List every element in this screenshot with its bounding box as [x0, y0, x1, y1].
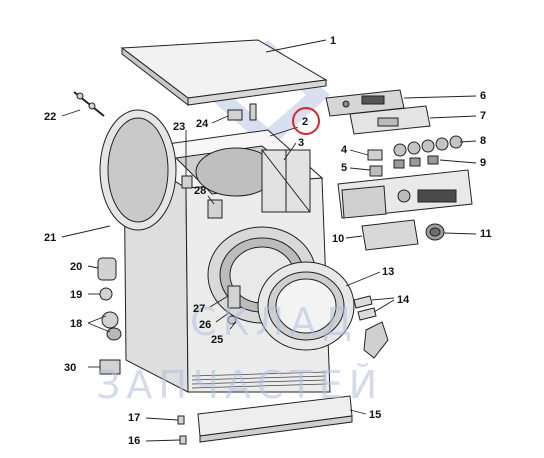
control-panel [325, 89, 473, 251]
door [257, 261, 355, 351]
part-label-18: 18 [70, 318, 82, 330]
drum-back-gasket [99, 109, 177, 231]
part-label-21: 21 [44, 232, 56, 244]
part-label-2: 2 [302, 116, 308, 128]
part-label-15: 15 [369, 409, 381, 421]
watermark-line-2: ЗАПЧАСТЕЙ [96, 363, 383, 407]
part-label-6: 6 [480, 90, 486, 102]
part-label-7: 7 [480, 110, 486, 122]
top-lid [120, 39, 328, 107]
part-label-27: 27 [193, 303, 205, 315]
part-label-1: 1 [330, 35, 336, 47]
watermark-line-1: СКЛАД [190, 300, 358, 344]
part-label-4: 4 [341, 144, 348, 156]
part-label-22: 22 [44, 111, 56, 123]
highlight-circle [292, 107, 320, 135]
part-label-10: 10 [332, 233, 344, 245]
leader-lines [61, 39, 477, 442]
part-label-13: 13 [382, 266, 394, 278]
part-label-9: 9 [480, 157, 486, 169]
part-label-11: 11 [480, 228, 492, 240]
part-label-28: 28 [194, 185, 206, 197]
part-label-19: 19 [70, 289, 82, 301]
door-handle [363, 321, 389, 359]
part-label-5: 5 [341, 162, 347, 174]
part-label-16: 16 [128, 435, 140, 447]
small-parts [73, 91, 257, 445]
door-hinges [353, 295, 377, 321]
part-label-3: 3 [298, 137, 304, 149]
part-label-26: 26 [199, 319, 211, 331]
part-label-25: 25 [211, 334, 223, 346]
part-label-24: 24 [196, 118, 209, 130]
part-label-20: 20 [70, 261, 82, 273]
part-label-8: 8 [480, 135, 486, 147]
part-label-14: 14 [397, 294, 410, 306]
part-label-30: 30 [64, 362, 76, 374]
part-label-23: 23 [173, 121, 185, 133]
plinth [197, 395, 353, 443]
part-label-17: 17 [128, 412, 140, 424]
